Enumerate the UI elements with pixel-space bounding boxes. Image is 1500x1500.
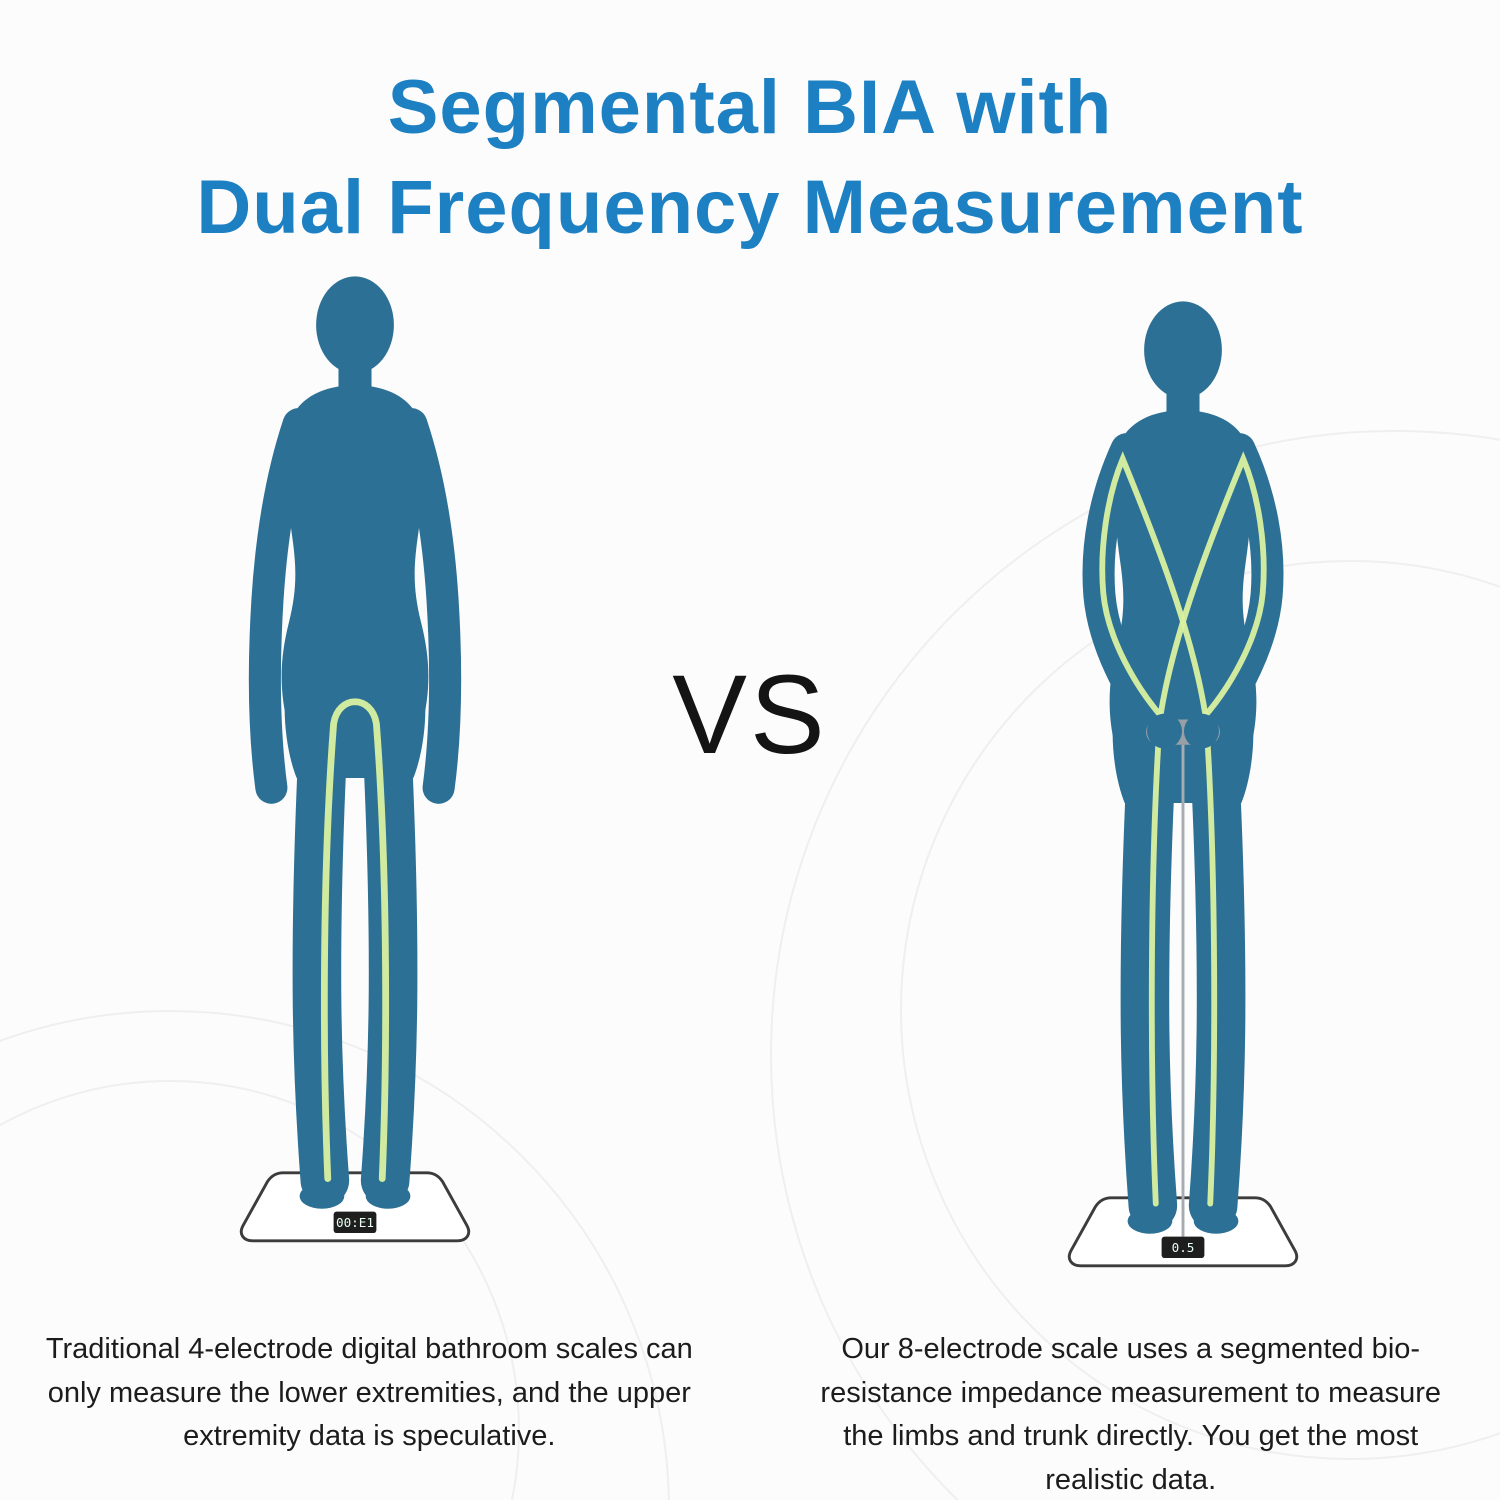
body-silhouette: [248, 276, 462, 1209]
scale-display: [1161, 1236, 1205, 1259]
left-leg: [1120, 724, 1178, 1230]
caption-8-electrode: Our 8-electrode scale uses a segmented b…: [820, 1333, 1441, 1496]
vs-label: VS: [672, 652, 828, 777]
right-foot: [365, 1183, 411, 1209]
caption-4-electrode: Traditional 4-electrode digital bathroom…: [45, 1333, 693, 1452]
right-hand: [1183, 713, 1219, 749]
left-arm: [248, 408, 315, 804]
page-title: Segmental BIA with Dual Frequency Measur…: [0, 0, 1500, 259]
head: [1144, 301, 1222, 399]
right-foot: [1193, 1208, 1239, 1234]
scale-display: [333, 1211, 377, 1234]
figure-8-electrode: 0.5: [1008, 280, 1358, 1340]
left-foot: [299, 1183, 345, 1209]
comparison-stage: 00:E1 VS: [0, 250, 1500, 1325]
head: [316, 276, 394, 374]
left-hand: [1147, 713, 1183, 749]
title-line-1: Segmental BIA with: [387, 65, 1113, 150]
left-foot: [1127, 1208, 1173, 1234]
left-leg: [292, 699, 350, 1205]
scale-display-reading: 00:E1: [336, 1215, 374, 1230]
right-measurement-path-icon: [1148, 451, 1267, 1207]
silhouette-8-electrode-icon: 0.5: [1067, 301, 1299, 1268]
captions-row: Traditional 4-electrode digital bathroom…: [0, 1328, 1500, 1500]
right-leg: [1188, 724, 1246, 1230]
right-arm: [395, 408, 462, 804]
left-measurement-path-icon: [1099, 451, 1218, 1207]
right-leg: [360, 699, 418, 1205]
torso: [1109, 410, 1257, 737]
torso: [281, 385, 429, 712]
leg-measurement-path-icon: [320, 698, 390, 1183]
figure-4-electrode: 00:E1: [180, 255, 530, 1315]
scale-display-reading: 0.5: [1172, 1240, 1195, 1255]
scale-icon: [239, 1171, 471, 1243]
title-line-2: Dual Frequency Measurement: [196, 165, 1304, 251]
silhouette-4-electrode-icon: 00:E1: [239, 276, 471, 1243]
